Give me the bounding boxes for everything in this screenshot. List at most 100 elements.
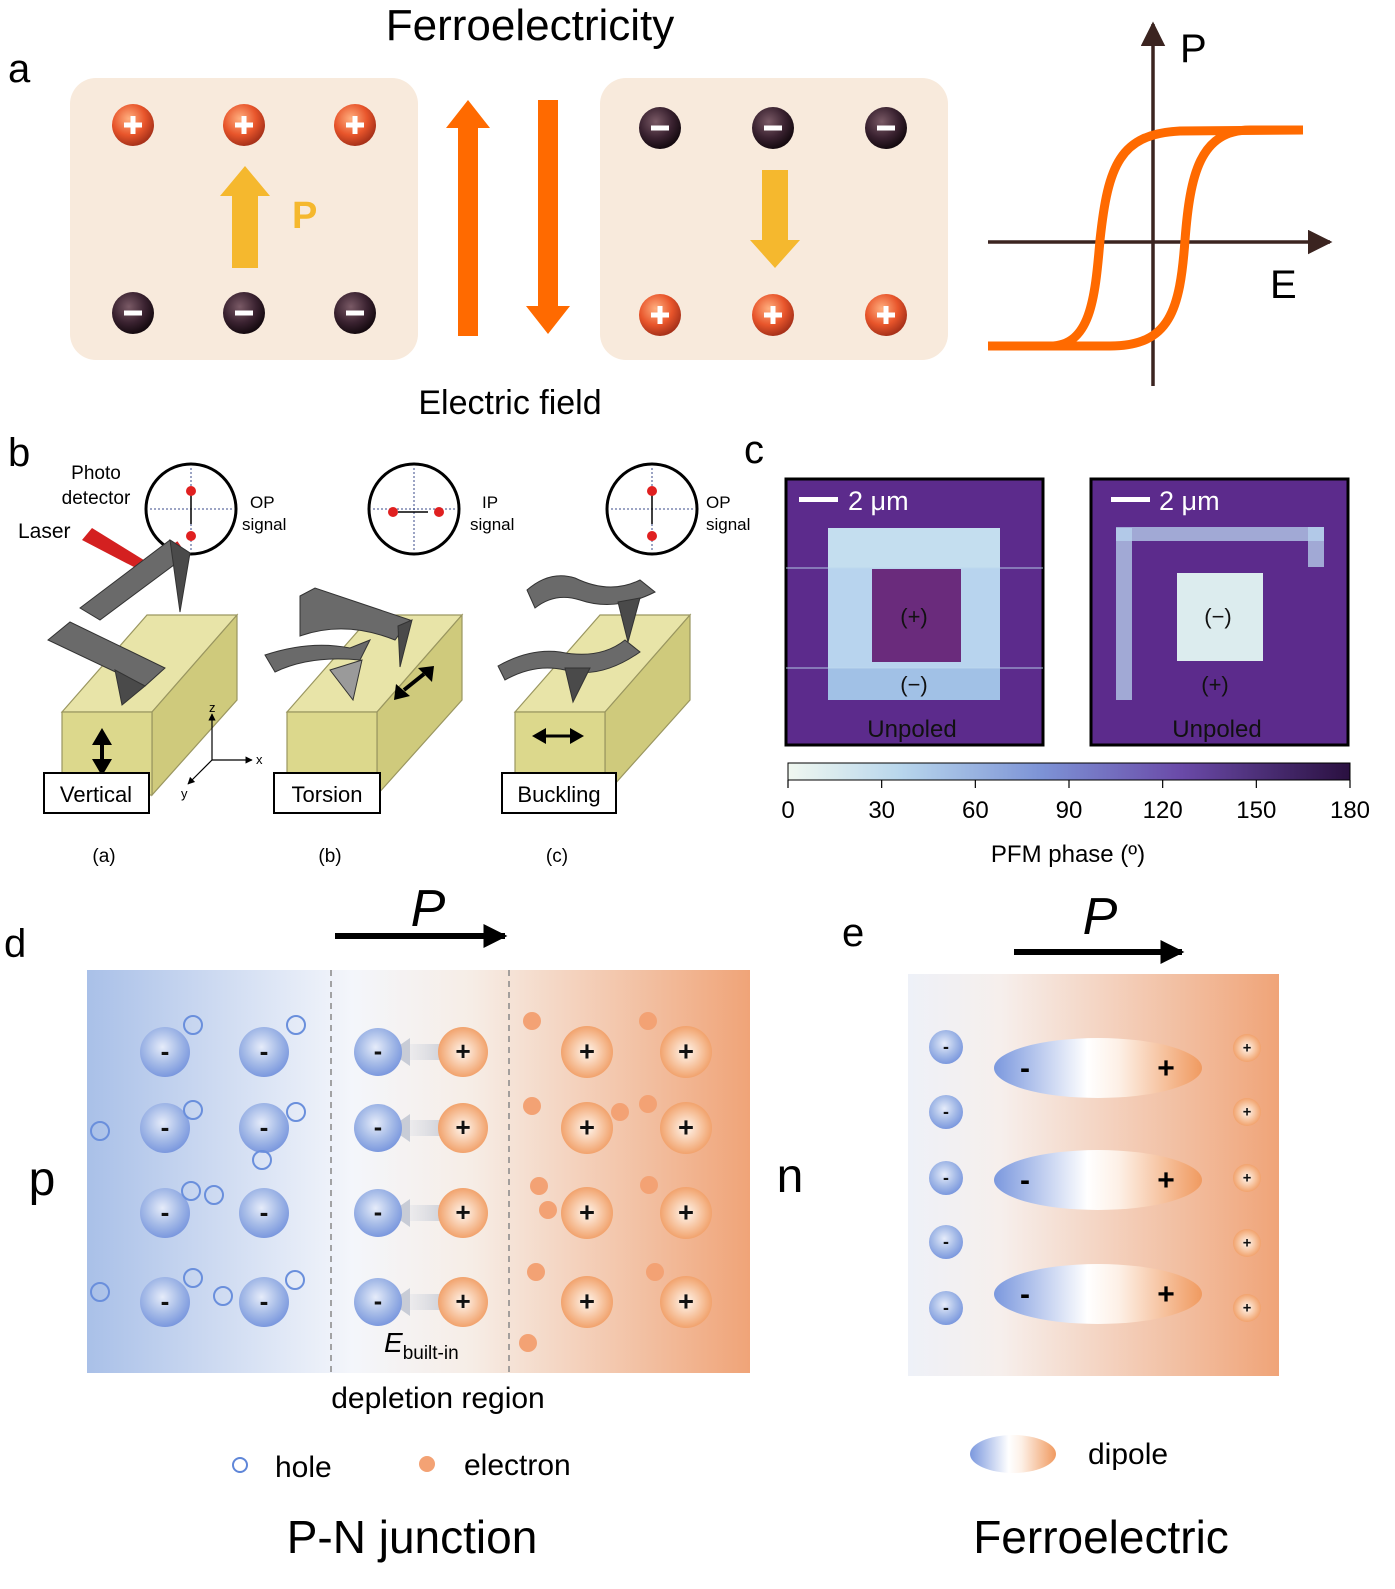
negative-ion: - [929,1225,963,1259]
svg-text:-: - [260,1112,269,1142]
panel-letter-a: a [8,47,31,91]
negative-charge [112,292,154,334]
colorbar [787,762,1351,781]
hole [204,1185,224,1205]
svg-text:+: + [455,1112,470,1142]
panel-a-title: Ferroelectricity [386,1,675,50]
positive-ion: + [1233,1034,1261,1062]
acceptor-ion: - [354,1028,402,1076]
pfm-image-2: 2 μm (−) (+) Unpoled [1089,477,1350,747]
panel-d: d P ---+++---+++---+++---+++ p n Ebuilt-… [4,880,803,1563]
donor-ion: + [561,1187,613,1239]
colorbar-tick-label: 120 [1143,797,1183,824]
donor-ion: + [438,1103,488,1153]
svg-text:+: + [1243,1040,1252,1056]
pfm-1-inner-label: (+) [900,604,928,629]
signal-label-2a: IP [482,493,498,512]
legend-electron-icon [419,1456,435,1472]
electron [523,1097,541,1115]
vertical-arrowheads [92,728,112,776]
svg-text:-: - [161,1112,170,1142]
pfm-image-1: 2 μm (+) (−) Unpoled [784,477,1045,747]
torsion-motion-arrow [394,666,434,700]
svg-text:-: - [161,1286,170,1316]
mode-box-vertical [43,772,150,814]
positive-ion: + [1233,1294,1261,1322]
donor-ion: + [561,1276,613,1328]
pfm-1-outer-label: (−) [900,672,928,697]
svg-text:+: + [1243,1235,1252,1251]
signal-circle-ip [367,462,461,556]
svg-text:+: + [1157,1278,1175,1311]
svg-text:-: - [943,1297,949,1317]
sublabel-b: (b) [318,846,341,867]
mode-box-torsion [273,772,381,814]
dipole: -+ [994,1038,1202,1098]
electron [640,1176,658,1194]
dipole: -+ [994,1264,1202,1324]
polarization-up-arrow [220,166,270,268]
photo-detector-label-2: detector [62,488,131,509]
svg-text:+: + [579,1285,595,1316]
donor-ion: + [660,1102,712,1154]
svg-text:+: + [1157,1052,1175,1085]
acceptor-ion: - [140,1103,190,1153]
depletion-region-label: depletion region [331,1382,545,1415]
hole [183,1015,203,1035]
built-in-field-arrow [405,1044,445,1060]
signal-label-3b: signal [706,515,750,534]
svg-text:+: + [579,1035,595,1066]
svg-text:+: + [455,1036,470,1066]
mode-box-buckling [501,772,617,814]
legend-hole-label: hole [275,1451,332,1484]
positive-charge [752,294,794,336]
colorbar-label: PFM phase (º) [991,841,1145,868]
polarization-label: P [292,195,317,237]
svg-text:+: + [678,1035,694,1066]
acceptor-ion: - [239,1103,289,1153]
electron [519,1334,537,1352]
legend-hole-icon [232,1457,248,1473]
svg-text:-: - [161,1197,170,1227]
svg-text:+: + [1243,1300,1252,1316]
hole [252,1150,272,1170]
svg-text:-: - [943,1231,949,1251]
svg-text:+: + [455,1286,470,1316]
donor-ion: + [438,1188,488,1238]
svg-text:+: + [579,1111,595,1142]
legend-dipole-label: dipole [1088,1438,1168,1471]
polarization-down-arrow [750,170,800,268]
hole [183,1268,203,1288]
signal-label-1b: signal [242,515,286,534]
svg-text:-: - [943,1036,949,1056]
acceptor-ion: - [140,1277,190,1327]
mode-vertical: Vertical [60,782,132,807]
hole [286,1015,306,1035]
acceptor-ion: - [239,1027,289,1077]
signal-label-3a: OP [706,493,731,512]
positive-ion: + [1233,1229,1261,1257]
colorbar-tick-label: 30 [868,797,895,824]
hole [183,1100,203,1120]
electron [611,1103,629,1121]
laser-label: Laser [18,520,71,543]
cantilever-torsion [264,587,413,702]
scale-bar-label-1: 2 μm [848,486,909,516]
scale-bar-label-2: 2 μm [1159,486,1220,516]
e-builtin-label: Ebuilt-in [384,1327,459,1364]
colorbar-tick-label: 60 [962,797,989,824]
field-down-arrow [526,100,570,334]
legend-electron-label: electron [464,1449,571,1482]
svg-text:-: - [1020,1164,1030,1197]
acceptor-ion: - [354,1189,402,1237]
positive-charge [639,294,681,336]
svg-text:+: + [579,1196,595,1227]
sample-bar-3 [513,613,692,797]
svg-text:+: + [1157,1164,1175,1197]
negative-charge [334,292,376,334]
svg-text:-: - [943,1167,949,1187]
acceptor-ion: - [354,1278,402,1326]
svg-text:+: + [678,1111,694,1142]
svg-text:-: - [1020,1052,1030,1085]
